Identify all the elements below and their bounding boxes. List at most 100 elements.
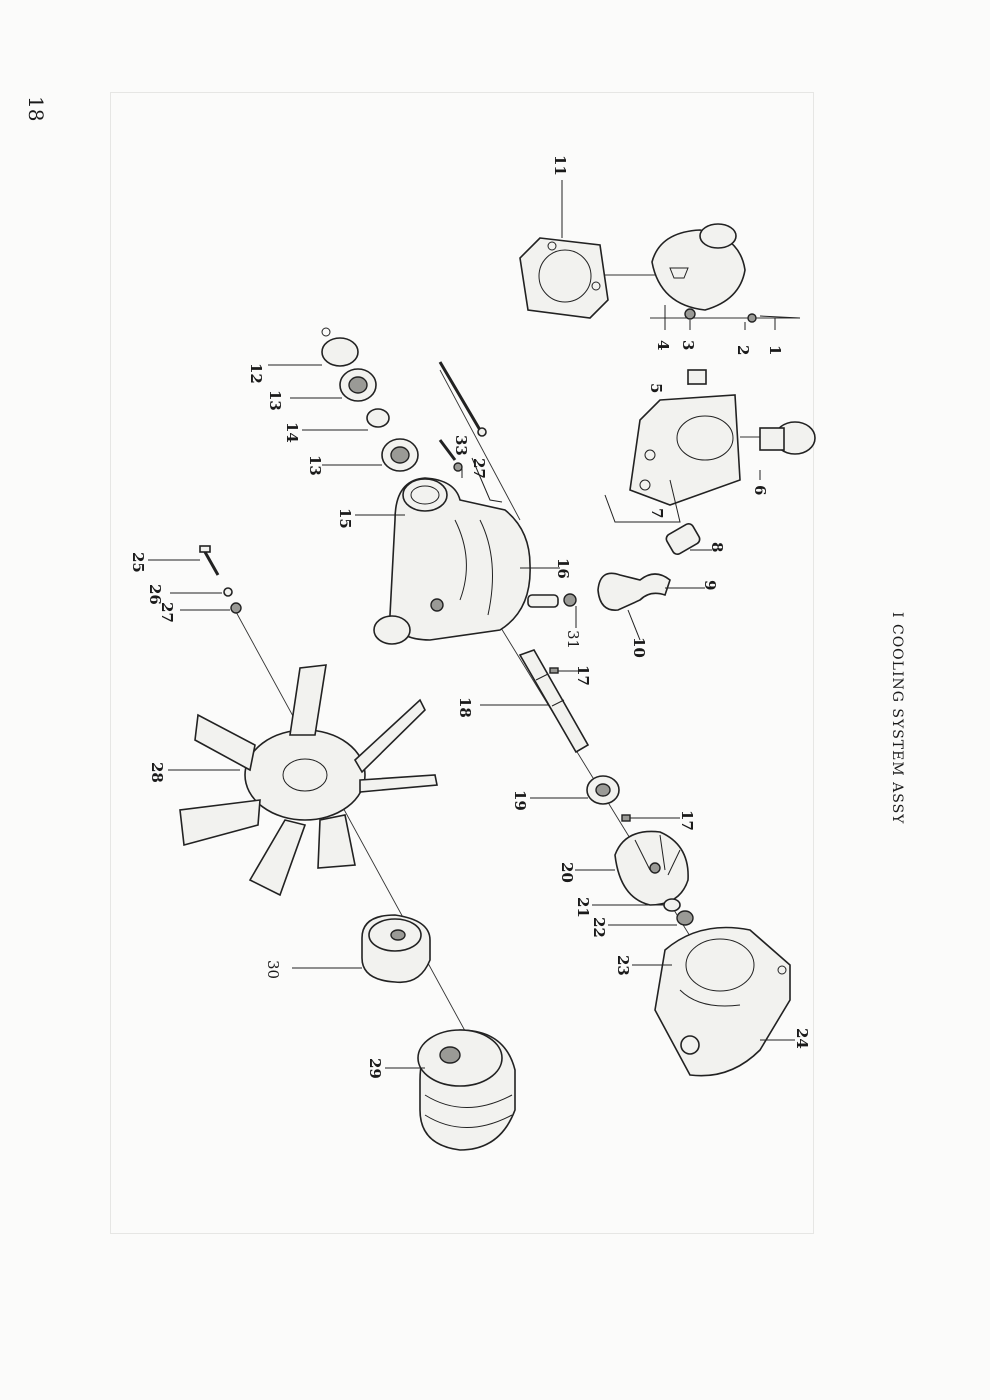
svg-text:29: 29 bbox=[366, 1058, 384, 1079]
svg-text:13: 13 bbox=[306, 455, 324, 476]
part-23-24-pump-cover bbox=[654, 926, 791, 1077]
svg-text:16: 16 bbox=[554, 558, 572, 579]
callout-31: 31 bbox=[564, 606, 582, 649]
svg-text:28: 28 bbox=[148, 762, 166, 783]
callout-13-lower: 13 bbox=[306, 455, 382, 476]
callout-14: 14 bbox=[283, 422, 368, 443]
callout-13-upper: 13 bbox=[266, 390, 342, 411]
part-13-bearing-upper bbox=[339, 368, 377, 402]
callout-4: 4 bbox=[654, 305, 672, 350]
callout-25: 25 bbox=[129, 552, 200, 573]
svg-text:9: 9 bbox=[701, 580, 719, 590]
part-9-10-hose bbox=[597, 572, 671, 611]
callout-9: 9 bbox=[665, 580, 719, 590]
callout-1: 1 bbox=[766, 318, 784, 355]
part-15-pump-body bbox=[373, 477, 531, 645]
part-27-washer bbox=[230, 602, 242, 614]
callout-17-upper: 17 bbox=[558, 665, 592, 686]
callout-27-upper: 27 bbox=[470, 457, 503, 503]
callout-5: 5 bbox=[647, 376, 689, 393]
svg-text:18: 18 bbox=[456, 697, 474, 718]
part-13-bearing-lower bbox=[381, 438, 419, 472]
thermostat-base bbox=[629, 369, 741, 506]
callout-26: 26 bbox=[146, 584, 222, 605]
svg-text:17: 17 bbox=[574, 665, 592, 686]
svg-text:2: 2 bbox=[734, 345, 752, 355]
callout-27-lower: 27 bbox=[158, 602, 230, 623]
part-18-pump-shaft bbox=[518, 649, 590, 754]
callout-6: 6 bbox=[751, 470, 769, 495]
svg-text:13: 13 bbox=[266, 390, 284, 411]
svg-text:19: 19 bbox=[511, 790, 529, 811]
svg-text:6: 6 bbox=[751, 485, 769, 495]
svg-text:30: 30 bbox=[264, 960, 282, 979]
svg-text:23: 23 bbox=[614, 955, 632, 976]
part-17-key-lower bbox=[621, 814, 631, 822]
svg-text:25: 25 bbox=[129, 552, 147, 573]
svg-text:15: 15 bbox=[336, 508, 354, 529]
callout-24: 24 bbox=[760, 1028, 811, 1049]
svg-text:1: 1 bbox=[766, 345, 784, 355]
callout-29: 29 bbox=[366, 1058, 425, 1079]
part-21-washer bbox=[663, 898, 681, 912]
callout-23: 23 bbox=[614, 955, 672, 976]
callout-30: 30 bbox=[264, 960, 362, 979]
part-8-connector bbox=[665, 523, 701, 555]
svg-text:33: 33 bbox=[452, 435, 470, 456]
svg-text:17: 17 bbox=[678, 810, 696, 831]
callout-8: 8 bbox=[690, 542, 726, 552]
callout-16: 16 bbox=[520, 558, 572, 579]
svg-text:5: 5 bbox=[647, 383, 665, 393]
callout-20: 20 bbox=[558, 862, 615, 883]
svg-text:21: 21 bbox=[574, 897, 592, 918]
part-17-key-upper bbox=[549, 667, 559, 674]
callout-labels: 1 2 3 4 5 6 7 bbox=[129, 155, 811, 1079]
callout-10: 10 bbox=[627, 609, 648, 658]
part-14-spacer bbox=[366, 408, 390, 428]
part-12-snap-ring bbox=[321, 327, 359, 367]
thermostat-housing-cover bbox=[651, 223, 801, 323]
svg-text:4: 4 bbox=[654, 340, 672, 350]
svg-text:27: 27 bbox=[470, 458, 488, 479]
callout-15: 15 bbox=[336, 508, 405, 529]
svg-text:12: 12 bbox=[247, 363, 265, 384]
callout-28: 28 bbox=[148, 762, 240, 783]
part-19-water-seal bbox=[586, 775, 620, 805]
part-22-nut bbox=[676, 910, 694, 926]
callout-33: 33 bbox=[452, 435, 470, 478]
svg-text:31: 31 bbox=[564, 630, 582, 649]
callout-2: 2 bbox=[734, 322, 752, 355]
callout-21: 21 bbox=[574, 897, 664, 918]
svg-text:22: 22 bbox=[590, 917, 608, 938]
svg-text:24: 24 bbox=[793, 1028, 811, 1049]
part-25-bolt bbox=[199, 545, 220, 576]
callout-7: 7 bbox=[604, 479, 681, 523]
part-20-impeller bbox=[614, 830, 689, 906]
part-26-washer bbox=[223, 587, 233, 597]
part-29-pulley bbox=[417, 1029, 516, 1151]
part-long-bolt bbox=[438, 361, 487, 437]
callout-11: 11 bbox=[551, 155, 569, 238]
callout-18: 18 bbox=[456, 697, 548, 718]
svg-text:10: 10 bbox=[630, 637, 648, 658]
page-frame bbox=[110, 92, 814, 1234]
svg-text:11: 11 bbox=[551, 155, 569, 176]
callout-12: 12 bbox=[247, 363, 322, 384]
callout-22: 22 bbox=[590, 917, 677, 938]
svg-text:27: 27 bbox=[158, 602, 176, 623]
svg-text:3: 3 bbox=[679, 340, 697, 350]
callout-3: 3 bbox=[679, 320, 697, 350]
part-11-gasket bbox=[519, 237, 609, 319]
svg-text:20: 20 bbox=[558, 862, 576, 883]
svg-text:7: 7 bbox=[648, 508, 666, 518]
part-31-drain-valve bbox=[527, 593, 577, 608]
part-6-thermostat bbox=[759, 421, 816, 455]
svg-text:8: 8 bbox=[708, 542, 726, 552]
part-30-spacer bbox=[361, 914, 431, 984]
svg-text:14: 14 bbox=[283, 422, 301, 443]
callout-17-lower: 17 bbox=[630, 810, 696, 831]
svg-text:26: 26 bbox=[146, 584, 164, 605]
part-28-fan bbox=[179, 664, 438, 897]
